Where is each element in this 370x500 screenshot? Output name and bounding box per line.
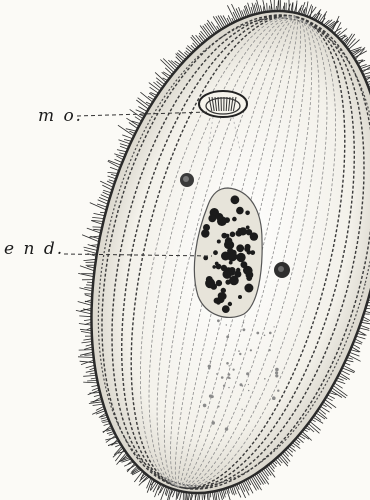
svg-text:e n d.: e n d. (4, 239, 64, 259)
contractile-vacuole-upper (180, 173, 194, 187)
svg-text:m o.: m o. (38, 106, 83, 126)
contractile-vacuole-lower (274, 262, 290, 278)
